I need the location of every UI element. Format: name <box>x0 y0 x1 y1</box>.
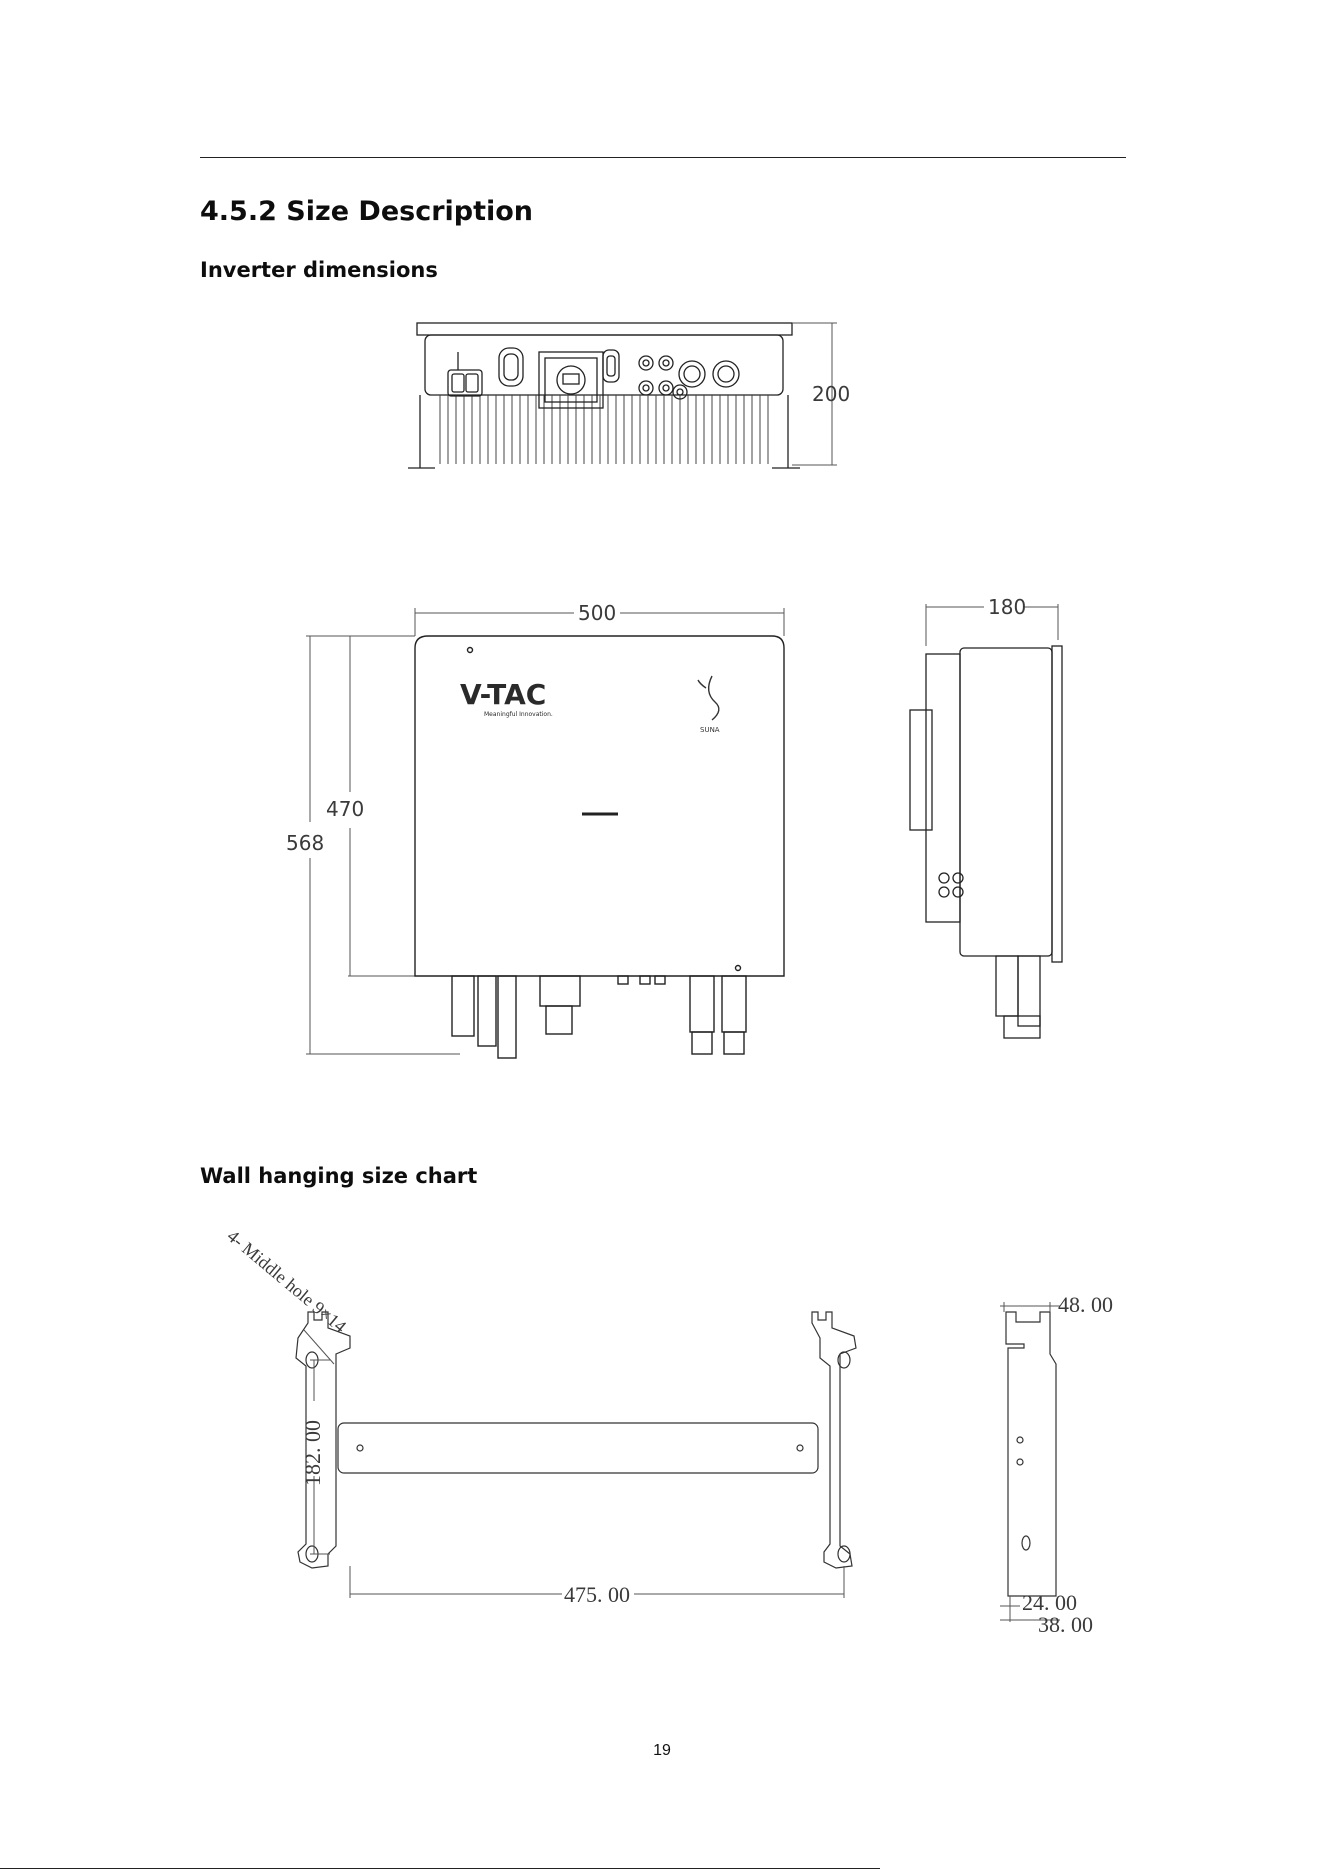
vtac-tagline: Meaningful Innovation. <box>484 711 553 718</box>
inverter-bottom-view: 200 <box>400 316 860 474</box>
vtac-logo: V-TAC <box>460 678 546 711</box>
height-470-label: 470 <box>326 797 364 821</box>
page-number: 19 <box>0 1742 1324 1760</box>
inverter-front-view: V-TAC Meaningful Innovation. SUNA 500 47… <box>260 592 820 1072</box>
suna-logo-icon <box>698 676 719 720</box>
header-rule <box>200 157 1126 158</box>
wall-bracket-drawing: 4- Middle hole 9×14 182. 00 475. 00 48. … <box>200 1218 1120 1638</box>
pv-connector-icon <box>639 356 673 395</box>
inverter-side-view: 180 <box>900 592 1080 1072</box>
depth-180-label: 180 <box>988 595 1026 619</box>
wifi-antenna-icon <box>448 352 482 396</box>
suna-logo-text: SUNA <box>700 726 720 734</box>
footer-rule <box>0 1868 880 1869</box>
inverter-dimensions-heading: Inverter dimensions <box>200 258 438 282</box>
dc-switch-icon <box>539 352 603 408</box>
side-38-label: 38. 00 <box>1038 1612 1093 1637</box>
side-48-label: 48. 00 <box>1058 1292 1113 1317</box>
wall-hanging-heading: Wall hanging size chart <box>200 1164 477 1188</box>
height-182-label: 182. 00 <box>300 1420 325 1486</box>
height-568-label: 568 <box>286 831 324 855</box>
section-title: 4.5.2 Size Description <box>200 196 533 227</box>
hole-note-label: 4- Middle hole 9×14 <box>223 1226 350 1337</box>
width-475-label: 475. 00 <box>564 1582 630 1607</box>
width-500-label: 500 <box>578 601 616 625</box>
depth-200-label: 200 <box>812 382 850 406</box>
